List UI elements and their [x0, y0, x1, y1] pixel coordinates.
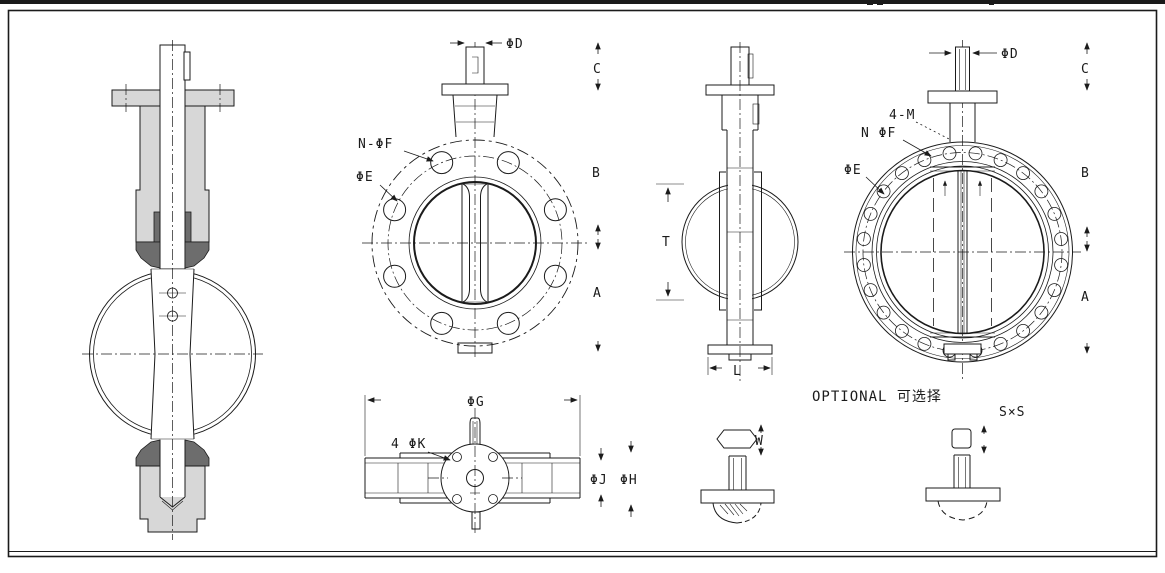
section-view — [82, 40, 263, 540]
flange-outer-circle — [371, 139, 579, 347]
disc-edge-flanged — [930, 166, 995, 338]
dim-label-w: W — [755, 434, 764, 449]
dim-label-c-flanged: C — [1081, 62, 1090, 77]
front-view-wafer: ΦD N-ΦF ΦE C B A — [356, 37, 602, 360]
square-stem-head — [951, 428, 972, 449]
dim-label-phi-g: ΦG — [467, 395, 485, 410]
seal-retainer — [135, 439, 161, 467]
dim-label-l: L — [733, 364, 742, 379]
seal-retainer — [184, 241, 210, 269]
stem-flange-plate — [700, 489, 775, 504]
dim-label-a-wafer: A — [593, 286, 602, 301]
bottom-tab-flanged — [943, 343, 982, 355]
top-flange-plate-flanged — [927, 90, 998, 104]
stem-key — [183, 51, 191, 81]
dim-label-t: T — [662, 235, 671, 250]
stem-top — [465, 46, 485, 86]
dim-label-sxs: S×S — [999, 405, 1025, 420]
drawing-frame — [0, 0, 1165, 558]
flange-outer — [852, 141, 1073, 363]
bottom-tab — [457, 342, 493, 354]
front-view-flanged: ΦD 4-M N ΦF ΦE C B A — [844, 40, 1090, 380]
body-edge-left — [719, 171, 726, 311]
label-plate-holes: 4 ΦK — [391, 437, 426, 452]
dim-label-b-flanged: B — [1081, 166, 1090, 181]
seat-circle — [408, 176, 542, 310]
label-bolt-circle-wafer: ΦE — [356, 170, 374, 185]
body-edge-right — [754, 171, 762, 311]
seal-retainer — [184, 439, 210, 467]
dim-label-phi-j: ΦJ — [590, 473, 608, 488]
bore-circle — [413, 181, 537, 305]
dim-label-b-wafer: B — [592, 166, 601, 181]
stem-top-flanged — [955, 46, 970, 92]
stem-option-square: S×S — [925, 405, 1025, 521]
seal-retainer — [135, 241, 161, 269]
disc-edge — [461, 183, 489, 303]
side-view: T L — [656, 42, 799, 384]
label-bolt-circle-flanged: ΦE — [844, 163, 862, 178]
stem-flange-plate — [925, 487, 1001, 502]
label-tapped-holes: 4-M — [889, 108, 915, 123]
dim-label-phi-d-flanged: ΦD — [1001, 47, 1019, 62]
optional-title: OPTIONAL 可选择 — [812, 389, 942, 405]
dim-label-c-wafer: C — [593, 62, 602, 77]
top-flange-plate — [441, 83, 509, 96]
dim-chain-flanged: C B A — [1081, 42, 1090, 354]
dim-chain-wafer: C B A — [592, 42, 602, 352]
dim-label-phi-d-wafer: ΦD — [506, 37, 524, 52]
hex-stem-head — [716, 429, 758, 449]
stem-option-hex: W — [700, 424, 775, 524]
bolt-holes — [383, 151, 567, 335]
bolt-holes-flanged — [857, 146, 1068, 358]
dim-label-phi-h: ΦH — [620, 473, 638, 488]
plan-view: ΦG 4 ΦK ΦJ ΦH — [364, 395, 638, 535]
stem-bottom-plan — [471, 511, 481, 530]
bolt-circle — [387, 155, 563, 331]
label-bolt-holes-wafer: N-ΦF — [358, 137, 393, 152]
label-bolt-holes-flanged: N ΦF — [861, 126, 896, 141]
bore-flanged — [880, 169, 1045, 335]
dim-label-a-flanged: A — [1081, 290, 1090, 305]
